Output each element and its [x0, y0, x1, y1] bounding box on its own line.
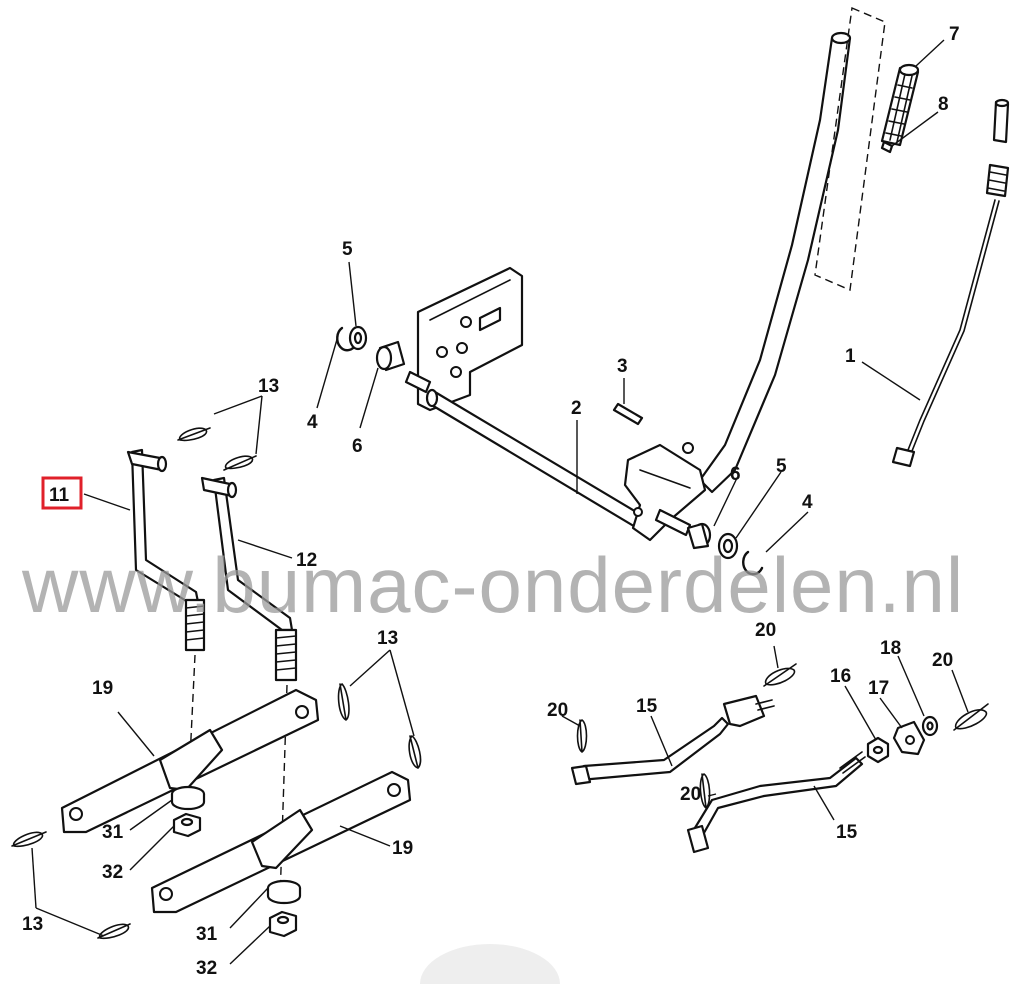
callout-13-top: 13 — [258, 376, 279, 397]
part-31-bushing-upper — [170, 785, 206, 811]
callout-4-left: 4 — [307, 412, 318, 433]
callout-3: 3 — [617, 356, 628, 377]
callout-6-right: 6 — [730, 464, 741, 485]
part-8-spring-pin — [880, 140, 894, 154]
alignment-line-right — [279, 684, 288, 901]
part-19-lift-arm-upper — [60, 688, 320, 834]
part-callouts: 1 2 3 4 4 5 5 6 6 7 8 12 13 13 13 15 15 … — [22, 24, 960, 979]
part-20-hairpin-4 — [953, 703, 989, 731]
part-15-rod-lower — [686, 751, 866, 854]
callout-32-lower: 32 — [196, 958, 217, 979]
part-20-hairpin-3 — [699, 773, 711, 810]
part-13-hairpin-right-1 — [337, 682, 350, 721]
callout-15-upper: 15 — [636, 696, 658, 717]
part-7-handle-grip — [880, 63, 920, 147]
part-1-cable — [891, 98, 1010, 468]
part-13-hairpin-right-2 — [408, 734, 422, 769]
decorative-arc — [420, 944, 560, 984]
leader-lines — [31, 39, 969, 965]
callout-20-4: 20 — [932, 650, 953, 671]
callout-31-lower: 31 — [196, 924, 218, 945]
part-17-trunnion — [892, 720, 926, 756]
callout-1: 1 — [845, 346, 856, 367]
part-5-washer-right — [717, 532, 739, 560]
callout-11-highlighted: 11 — [49, 485, 70, 506]
part-18-washer — [921, 715, 939, 737]
part-13-hairpin-top-1 — [177, 427, 211, 442]
callout-17: 17 — [868, 678, 889, 699]
callout-15-lower: 15 — [836, 822, 858, 843]
part-6-bushing-right — [686, 522, 712, 550]
callout-16: 16 — [830, 666, 851, 687]
part-5-washer-left — [348, 325, 368, 351]
callout-7: 7 — [949, 24, 960, 45]
callout-19-upper: 19 — [92, 678, 113, 699]
part-32-nut-lower — [268, 910, 298, 938]
callout-6-left: 6 — [352, 436, 363, 457]
part-4-e-clip-right — [742, 550, 764, 576]
part-15-rod-upper — [570, 694, 775, 786]
callout-19-lower: 19 — [392, 838, 413, 859]
part-3-roll-pin — [612, 402, 644, 426]
callout-5-right: 5 — [776, 456, 787, 477]
callout-13-right: 13 — [377, 628, 398, 649]
callout-2: 2 — [571, 398, 582, 419]
callout-5-left: 5 — [342, 239, 353, 260]
callout-18: 18 — [880, 638, 901, 659]
callout-20-2: 20 — [547, 700, 568, 721]
part-2-lift-shaft-assembly — [404, 266, 645, 530]
callout-4-right: 4 — [802, 492, 813, 513]
callout-20-1: 20 — [755, 620, 776, 641]
part-12-lift-link — [200, 476, 298, 682]
callout-13-bottom: 13 — [22, 914, 43, 935]
callout-31-upper: 31 — [102, 822, 124, 843]
callout-20-3: 20 — [680, 784, 701, 805]
part-16-nut — [866, 736, 890, 764]
part-20-hairpin-2 — [576, 719, 588, 753]
callout-32-upper: 32 — [102, 862, 123, 883]
handle-phantom-outline — [814, 6, 886, 292]
part-31-bushing-lower — [266, 879, 302, 905]
part-6-bushing-left — [375, 340, 406, 372]
part-13-hairpin-top-2 — [223, 455, 257, 471]
callout-8: 8 — [938, 94, 949, 115]
callout-12: 12 — [296, 550, 317, 571]
watermark-text: www.bumac-onderdelen.nl — [21, 541, 964, 629]
part-13-hairpin-bottom-1 — [11, 831, 47, 848]
lift-handle — [623, 31, 852, 542]
highlight-box-part-11 — [41, 476, 83, 510]
part-19-lift-arm-lower — [150, 770, 412, 914]
part-32-nut-upper — [172, 812, 202, 838]
part-11-lift-link — [126, 448, 206, 652]
part-20-hairpin-1 — [763, 663, 797, 687]
